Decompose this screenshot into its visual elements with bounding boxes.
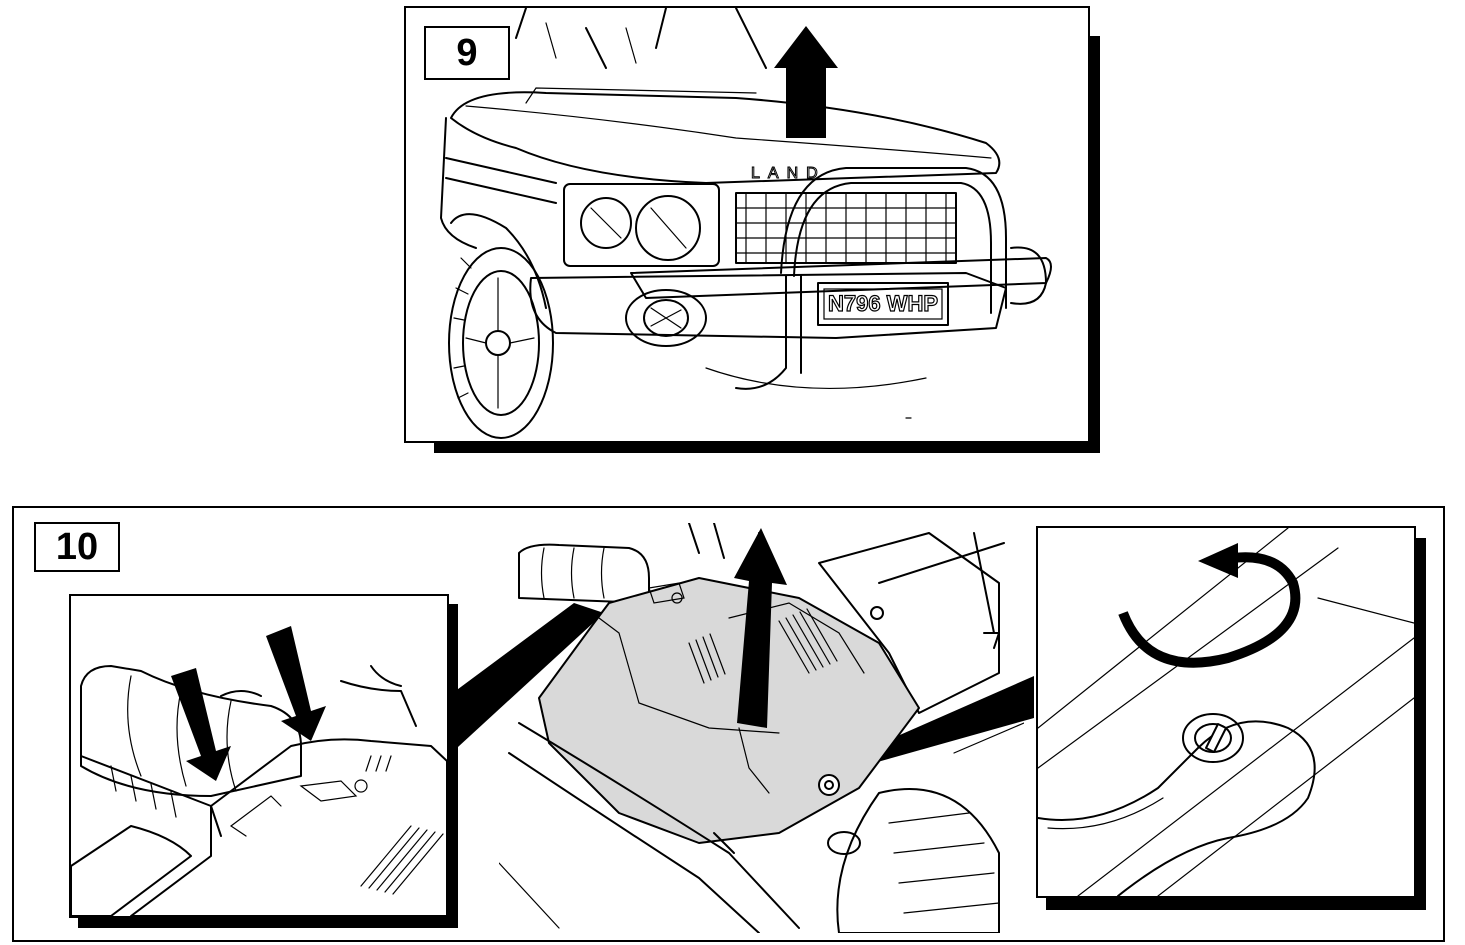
inset-left-detail [69, 594, 449, 918]
cover-clips-illustration [71, 596, 447, 916]
number-plate-text: N796 WHP [828, 291, 938, 316]
engine-cover-illustration [499, 523, 1024, 933]
step-9-panel: N796 WHP LAND 9 [404, 6, 1090, 443]
step-10-panel: 10 [12, 506, 1445, 942]
inset-right-detail [1036, 526, 1416, 898]
bonnet-badge-text: LAND [751, 165, 826, 182]
step-9-number: 9 [424, 26, 510, 80]
rotate-anticlockwise-arrow-icon [1123, 543, 1295, 663]
step-10-number: 10 [34, 522, 120, 572]
fastener-illustration [1038, 528, 1414, 896]
lift-arrow-icon [774, 26, 838, 138]
